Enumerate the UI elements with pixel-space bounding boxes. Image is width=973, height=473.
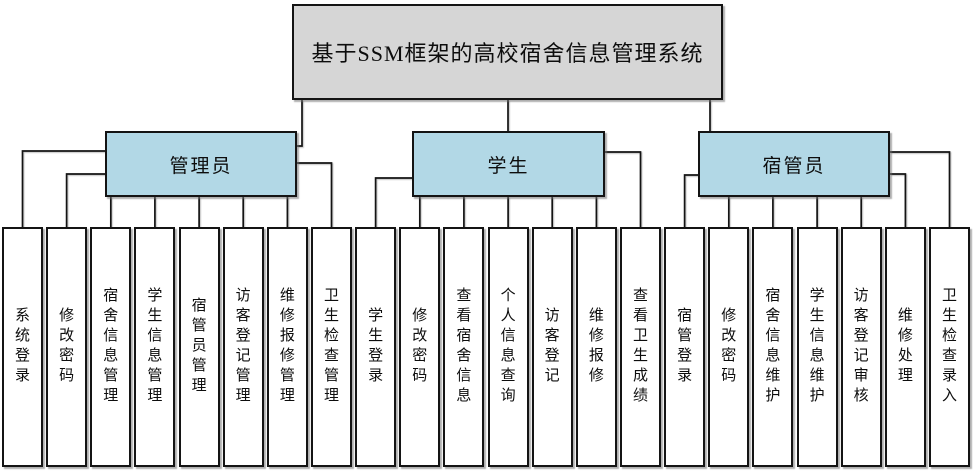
leaf-label: 修改密码: [721, 308, 737, 384]
leaf-node-dorm-manager-4: 访客登记审核: [840, 227, 882, 467]
leaf-node-dorm-manager-5: 维修处理: [884, 227, 926, 467]
connector-path: [605, 151, 642, 227]
leaf-label: 查看宿舍信息: [456, 288, 472, 404]
leaf-label: 系统登录: [14, 308, 30, 384]
leaf-label: 宿管员管理: [191, 298, 207, 394]
branch-label: 学生: [487, 155, 530, 177]
connector-path: [21, 150, 105, 227]
leaf-label: 学生登录: [368, 308, 384, 384]
leaf-node-admin-0: 系统登录: [2, 227, 43, 467]
branch-node-admin: 管理员: [105, 131, 297, 197]
leaf-label: 访客登记管理: [235, 288, 251, 404]
leaf-label: 查看卫生成绩: [632, 288, 648, 404]
leaf-node-dorm-manager-3: 学生信息维护: [796, 227, 838, 467]
branch-node-dorm-manager: 宿管员: [698, 131, 890, 197]
leaf-node-dorm-manager-0: 宿管登录: [664, 227, 706, 467]
leaf-label: 个人信息查询: [500, 288, 516, 404]
connector-path: [297, 100, 303, 147]
branch-label: 管理员: [169, 155, 233, 177]
leaf-node-admin-3: 学生信息管理: [134, 227, 176, 467]
branch-node-student: 学生: [412, 131, 605, 197]
leaf-node-admin-4: 宿管员管理: [178, 227, 220, 467]
root-label: 基于SSM框架的高校宿舍信息管理系统: [311, 41, 704, 66]
leaf-node-student-1: 修改密码: [399, 227, 441, 467]
leaf-label: 学生信息维护: [809, 288, 825, 404]
leaf-label: 卫生检查管理: [323, 288, 339, 404]
leaf-node-admin-6: 维修报修管理: [266, 227, 308, 467]
connector-path: [297, 162, 333, 227]
connector-path: [65, 173, 105, 227]
leaf-node-admin-2: 宿舍信息管理: [90, 227, 132, 467]
leaf-node-dorm-manager-1: 修改密码: [708, 227, 750, 467]
leaf-node-admin-7: 卫生检查管理: [311, 227, 352, 467]
leaf-label: 宿舍信息维护: [765, 288, 781, 404]
leaf-label: 卫生检查录入: [941, 288, 957, 404]
connector-path: [890, 151, 951, 227]
leaf-node-student-4: 访客登记: [531, 227, 573, 467]
connector-path: [890, 173, 907, 227]
leaf-label: 维修处理: [897, 308, 913, 384]
connector-path: [683, 174, 698, 227]
leaf-node-student-3: 个人信息查询: [487, 227, 529, 467]
leaf-label: 宿舍信息管理: [103, 288, 119, 404]
leaf-node-student-6: 查看卫生成绩: [620, 227, 661, 467]
leaf-node-dorm-manager-2: 宿舍信息维护: [752, 227, 794, 467]
leaf-label: 宿管登录: [677, 308, 693, 384]
leaf-node-student-0: 学生登录: [355, 227, 397, 467]
leaf-node-dorm-manager-6: 卫生检查录入: [929, 227, 970, 467]
leaf-node-admin-5: 访客登记管理: [222, 227, 264, 467]
leaf-label: 访客登记: [544, 308, 560, 384]
leaf-node-student-2: 查看宿舍信息: [443, 227, 485, 467]
leaf-label: 访客登记审核: [853, 288, 869, 404]
leaf-node-student-5: 维修报修: [575, 227, 617, 467]
leaf-label: 维修报修: [588, 308, 604, 384]
root-node: 基于SSM框架的高校宿舍信息管理系统: [292, 4, 723, 100]
leaf-label: 维修报修管理: [279, 288, 295, 404]
leaf-label: 修改密码: [412, 308, 428, 384]
leaf-node-admin-1: 修改密码: [46, 227, 88, 467]
branch-label: 宿管员: [762, 155, 826, 177]
connector-path: [374, 177, 412, 227]
leaf-label: 学生信息管理: [147, 288, 163, 404]
leaf-label: 修改密码: [59, 308, 75, 384]
